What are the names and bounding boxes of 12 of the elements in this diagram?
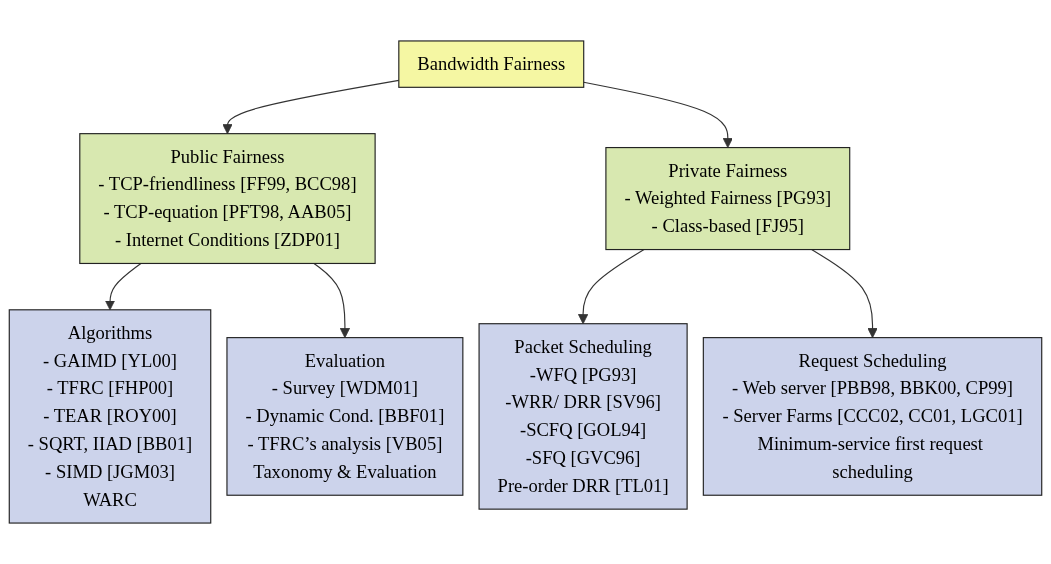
arrow	[578, 248, 645, 325]
node-box: Packet Scheduling -WFQ [PG93] -WRR/ DRR [SV96] -SCFQ [GOL94] -SFQ [GVC96] Pre-order DRR [TL01]	[478, 323, 688, 510]
arrow	[104, 262, 142, 311]
node-box: Bandwidth Fairness	[398, 40, 585, 88]
node-box: Private Fairness - Weighted Fairness [PG93] - Class-based [FJ95]	[605, 147, 851, 251]
arrow	[811, 248, 878, 339]
node-box: Public Fairness - TCP-friendliness [FF99, BCC98] - TCP-equation [PFT98, AAB05] - Internet Conditions [ZDP01]	[79, 133, 376, 265]
node-box: Algorithms - GAIMD [YL00] - TFRC [FHP00] - TEAR [ROY00] - SQRT, IIAD [BB01] - SIMD [JGM03] WARC	[8, 309, 212, 524]
node-box: Request Scheduling - Web server [PBB98, BBK00, CP99] - Server Farms [CCC02, CC01, LGC01] Minimum-service first request scheduling	[702, 337, 1043, 496]
arrow	[313, 262, 350, 339]
arrow	[583, 81, 733, 149]
node-box: Evaluation - Survey [WDM01] - Dynamic Cond. [BBF01] - TFRC’s analysis [VB05] Taxonomy & Evaluation	[226, 337, 464, 496]
